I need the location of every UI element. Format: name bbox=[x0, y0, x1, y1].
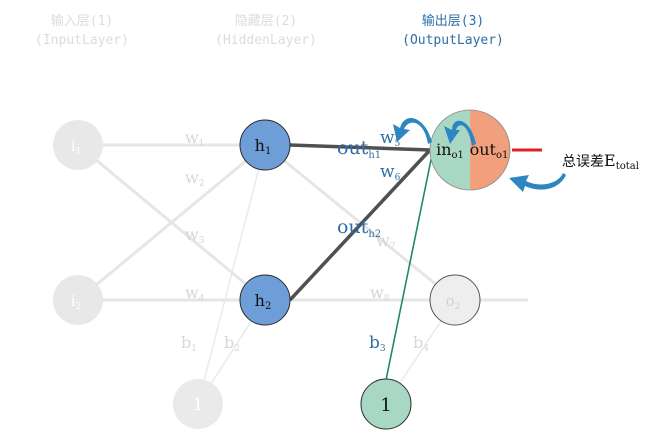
arrow-icon-error bbox=[509, 173, 566, 192]
error-label: 总误差Etotal bbox=[562, 151, 639, 172]
node-i1: i1 bbox=[53, 120, 103, 170]
weight-w1: w1 bbox=[185, 128, 204, 149]
header-hidden-line1: 隐藏层(2) bbox=[235, 14, 297, 29]
edge-h2-o1 bbox=[288, 148, 432, 302]
weight-w3: w3 bbox=[185, 225, 205, 246]
node-o1-out-label: outo1 bbox=[470, 140, 509, 161]
weight-w6: w6 bbox=[380, 162, 401, 183]
header-output-line1: 输出层(3) bbox=[422, 13, 484, 29]
weight-w2: w2 bbox=[185, 168, 204, 189]
bias-b4: b4 bbox=[413, 333, 429, 354]
arrow-icon-w5 bbox=[393, 117, 432, 144]
edge-bias-h1 bbox=[197, 144, 266, 405]
header-input-line1: 输入层(1) bbox=[51, 13, 113, 29]
node-o1: ino1 outo1 bbox=[429, 109, 511, 191]
bias-b3: b3 bbox=[369, 333, 386, 354]
header-input-line2: (InputLayer) bbox=[35, 33, 129, 48]
weight-w5: w5 bbox=[380, 128, 401, 149]
svg-text:i1: i1 bbox=[71, 137, 82, 157]
bias-b2: b2 bbox=[224, 333, 240, 354]
svg-text:1: 1 bbox=[380, 395, 391, 416]
node-o2: o2 bbox=[429, 274, 481, 326]
signal-out-h2: outh2 bbox=[337, 216, 381, 240]
svg-text:i2: i2 bbox=[71, 292, 82, 312]
faded-weight-labels: w1 w2 w3 w4 w7 w8 b1 b2 b4 bbox=[181, 128, 429, 354]
node-h1: h1 bbox=[239, 119, 291, 171]
edge-bias-o1 bbox=[385, 149, 434, 381]
weight-w7: w7 bbox=[376, 231, 396, 252]
arrow-icon-in-out bbox=[444, 120, 476, 146]
edge-i2-h1 bbox=[77, 143, 266, 302]
edge-h1-o1 bbox=[289, 143, 431, 152]
weight-w8: w8 bbox=[370, 283, 390, 304]
node-o1-in-label: ino1 bbox=[436, 140, 464, 161]
node-i2: i2 bbox=[53, 275, 103, 325]
svg-text:1: 1 bbox=[193, 395, 204, 415]
bias-b1: b1 bbox=[181, 333, 197, 354]
signal-out-h1: outh1 bbox=[337, 137, 381, 161]
node-bias-output: 1 bbox=[360, 378, 412, 430]
svg-text:o2: o2 bbox=[446, 292, 461, 312]
header-output-line2: (OutputLayer) bbox=[402, 33, 504, 48]
active-labels: outh1 outh2 w5 w6 b3 bbox=[337, 128, 401, 354]
node-h2: h2 bbox=[239, 274, 291, 326]
backprop-arrows bbox=[393, 117, 566, 192]
svg-text:h1: h1 bbox=[255, 136, 272, 157]
node-bias-hidden: 1 bbox=[173, 379, 223, 429]
svg-text:h2: h2 bbox=[255, 291, 272, 312]
weight-w4: w4 bbox=[185, 283, 205, 304]
header-hidden-line2: (HiddenLayer) bbox=[215, 33, 317, 48]
